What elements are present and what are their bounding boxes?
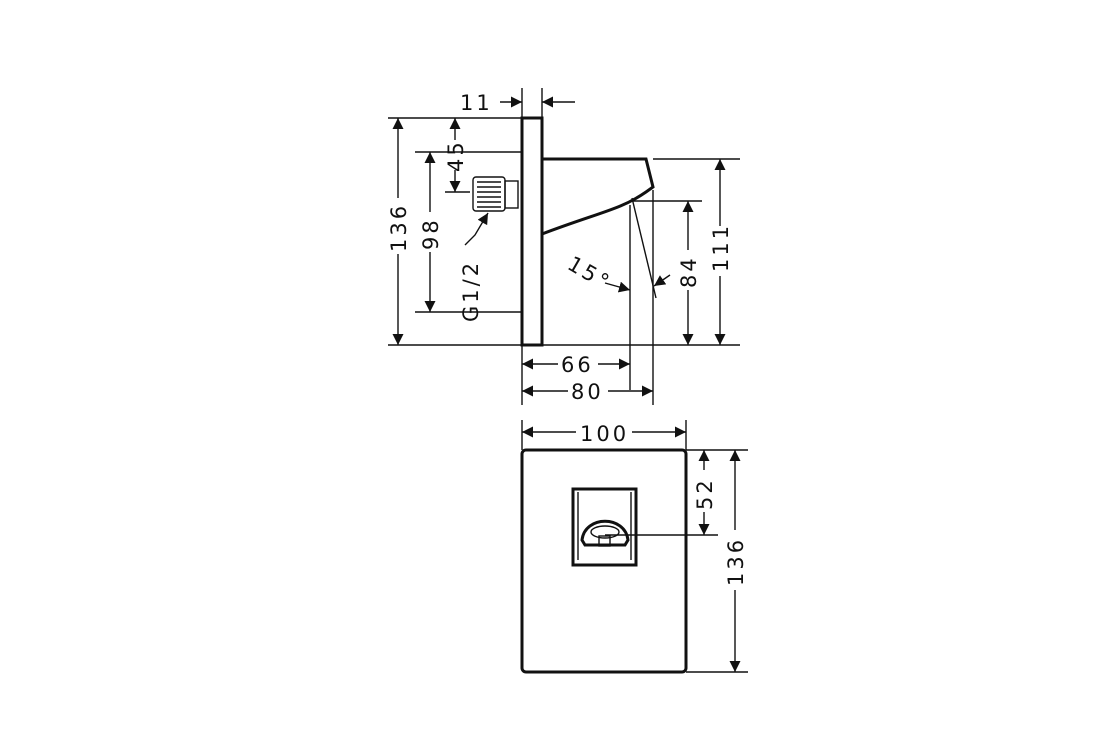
front-view: 100 52 136 bbox=[520, 420, 748, 674]
dim-height-front: 136 bbox=[724, 537, 748, 586]
dim-plate-thickness: 11 bbox=[460, 91, 493, 115]
outlet-aerator bbox=[580, 519, 630, 547]
wall-plate-front bbox=[520, 448, 688, 674]
angle-label: 15° bbox=[564, 252, 616, 296]
spout-body bbox=[541, 157, 655, 236]
thread-label: G1/2 bbox=[459, 260, 483, 322]
dim-projection-outlet: 66 bbox=[561, 353, 594, 377]
dim-outlet-height: 84 bbox=[677, 255, 701, 288]
dim-spout-height: 111 bbox=[709, 223, 733, 272]
spout-housing bbox=[571, 487, 638, 567]
side-view: 11 136 98 45 G1/2 15° 84 111 66 80 bbox=[387, 88, 740, 405]
dim-width: 100 bbox=[580, 422, 629, 446]
hose-connector bbox=[472, 176, 519, 212]
dim-inlet-height: 98 bbox=[419, 217, 443, 250]
wall-plate-side bbox=[520, 116, 544, 347]
dim-center-offset: 52 bbox=[693, 477, 717, 510]
dim-height-total: 136 bbox=[387, 203, 411, 252]
dim-inlet-offset: 45 bbox=[444, 139, 468, 172]
dim-projection-total: 80 bbox=[571, 380, 604, 404]
